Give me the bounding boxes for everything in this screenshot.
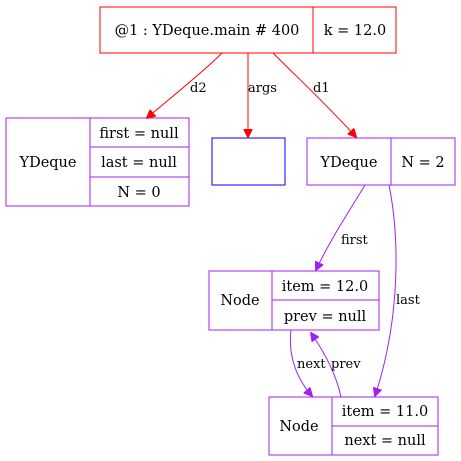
deque-d2-field-n: N = 0 — [117, 185, 160, 201]
frame-node: @1 : YDeque.main # 400 k = 12.0 — [99, 6, 397, 54]
edge-d2: d2 — [147, 52, 223, 118]
edge-d2-label: d2 — [190, 81, 207, 96]
edge-args: args — [248, 53, 277, 137]
edge-last: last — [375, 184, 421, 396]
args-node — [211, 137, 286, 186]
frame-label: @1 : YDeque.main # 400 — [115, 23, 300, 39]
deque-d1-field-n: N = 2 — [401, 155, 444, 171]
deque-d2-field-last: last = null — [101, 155, 177, 171]
edge-d1: d1 — [272, 52, 356, 137]
node-first: Node item = 12.0 prev = null — [208, 270, 380, 331]
deque-d2-node: YDeque first = null last = null N = 0 — [5, 117, 190, 207]
node-last-field-item: item = 11.0 — [342, 404, 428, 420]
node-first-field-item: item = 12.0 — [282, 279, 368, 295]
node-first-type: Node — [220, 293, 259, 309]
node-first-field-prev: prev = null — [284, 309, 367, 325]
deque-d2-field-first: first = null — [99, 126, 179, 142]
edge-first-label: first — [341, 233, 369, 248]
deque-d1-type: YDeque — [320, 155, 378, 171]
edge-next: next — [289, 329, 326, 396]
edge-args-label: args — [248, 81, 277, 96]
edge-last-label: last — [396, 293, 421, 308]
edge-next-label: next — [297, 357, 326, 372]
edge-first: first — [316, 184, 369, 270]
node-last-type: Node — [279, 419, 318, 435]
edge-prev-label: prev — [331, 357, 361, 372]
edge-d1-label: d1 — [313, 81, 330, 96]
node-last: Node item = 11.0 next = null — [268, 396, 439, 456]
deque-d1-node: YDeque N = 2 — [306, 137, 456, 186]
edge-prev: prev — [311, 333, 361, 398]
node-last-field-next: next = null — [344, 433, 426, 449]
deque-d2-type: YDeque — [19, 155, 77, 171]
frame-field-k: k = 12.0 — [324, 23, 386, 39]
